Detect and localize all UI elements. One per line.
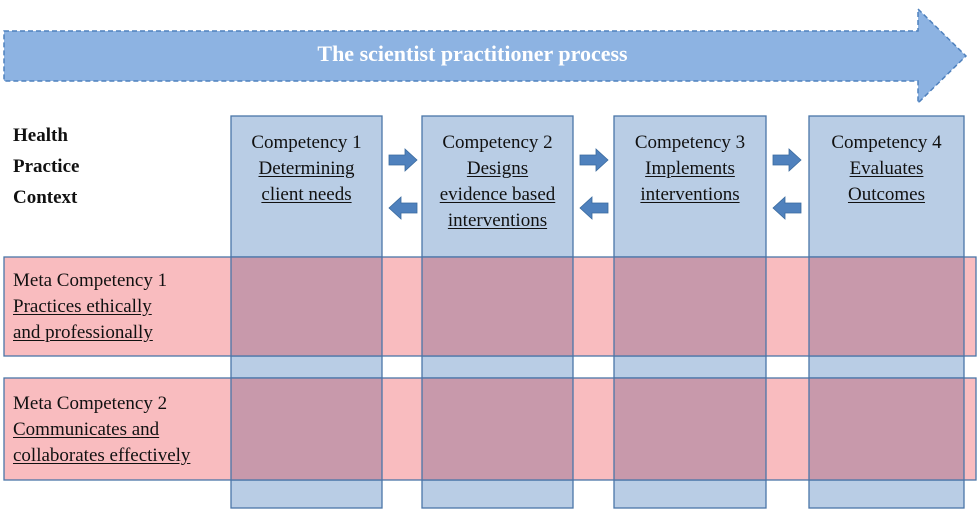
competency-description: client needs	[261, 184, 352, 205]
competency-heading: Competency 4	[831, 132, 942, 153]
meta-competency-description: and professionally	[13, 322, 153, 343]
meta-competency-1-text: Meta Competency 1 Practices ethically an…	[13, 268, 228, 346]
competency-3-text: Competency 3 Implements interventions	[614, 130, 766, 250]
arrow-right-icon	[388, 148, 418, 172]
competency-1-text: Competency 1 Determining client needs	[231, 130, 382, 250]
arrow-left-icon	[388, 196, 418, 220]
overlap-cell	[808, 256, 965, 357]
competency-description: evidence based	[439, 184, 556, 205]
context-label-line: Health	[13, 125, 68, 146]
meta-competency-heading: Meta Competency 2	[13, 393, 168, 414]
competency-description: Implements	[645, 158, 735, 179]
overlap-cell	[613, 377, 767, 481]
health-practice-context-label: Health Practice Context	[13, 120, 123, 213]
competency-description: Outcomes	[847, 184, 926, 205]
competency-description: Evaluates	[849, 158, 924, 179]
arrow-right-icon	[772, 148, 802, 172]
competency-description: interventions	[640, 184, 740, 205]
meta-competency-2-text: Meta Competency 2 Communicates and colla…	[13, 391, 228, 469]
process-title: The scientist practitioner process	[317, 41, 628, 66]
arrow-left-icon	[772, 196, 802, 220]
overlap-cell	[230, 256, 383, 357]
overlap-cell	[613, 256, 767, 357]
meta-competency-description: Practices ethically	[13, 296, 152, 317]
overlap-cell	[808, 377, 965, 481]
competency-description: Designs	[466, 158, 529, 179]
competency-4-text: Competency 4 Evaluates Outcomes	[809, 130, 964, 250]
arrow-right-icon	[579, 148, 609, 172]
arrow-left-icon	[579, 196, 609, 220]
process-banner-arrow	[3, 7, 968, 105]
context-label-line: Practice	[13, 156, 80, 177]
overlap-cell	[421, 256, 574, 357]
meta-competency-description: Communicates and	[13, 419, 160, 440]
overlap-cell	[230, 377, 383, 481]
context-label-line: Context	[13, 187, 78, 208]
competency-2-text: Competency 2 Designs evidence based inte…	[422, 130, 573, 250]
meta-competency-description: collaborates effectively	[13, 445, 191, 466]
meta-competency-heading: Meta Competency 1	[13, 270, 168, 291]
competency-description: interventions	[447, 210, 548, 231]
competency-heading: Competency 2	[442, 132, 553, 153]
competency-description: Determining	[258, 158, 355, 179]
competency-heading: Competency 3	[634, 132, 746, 153]
overlap-cell	[421, 377, 574, 481]
competency-heading: Competency 1	[251, 132, 362, 153]
